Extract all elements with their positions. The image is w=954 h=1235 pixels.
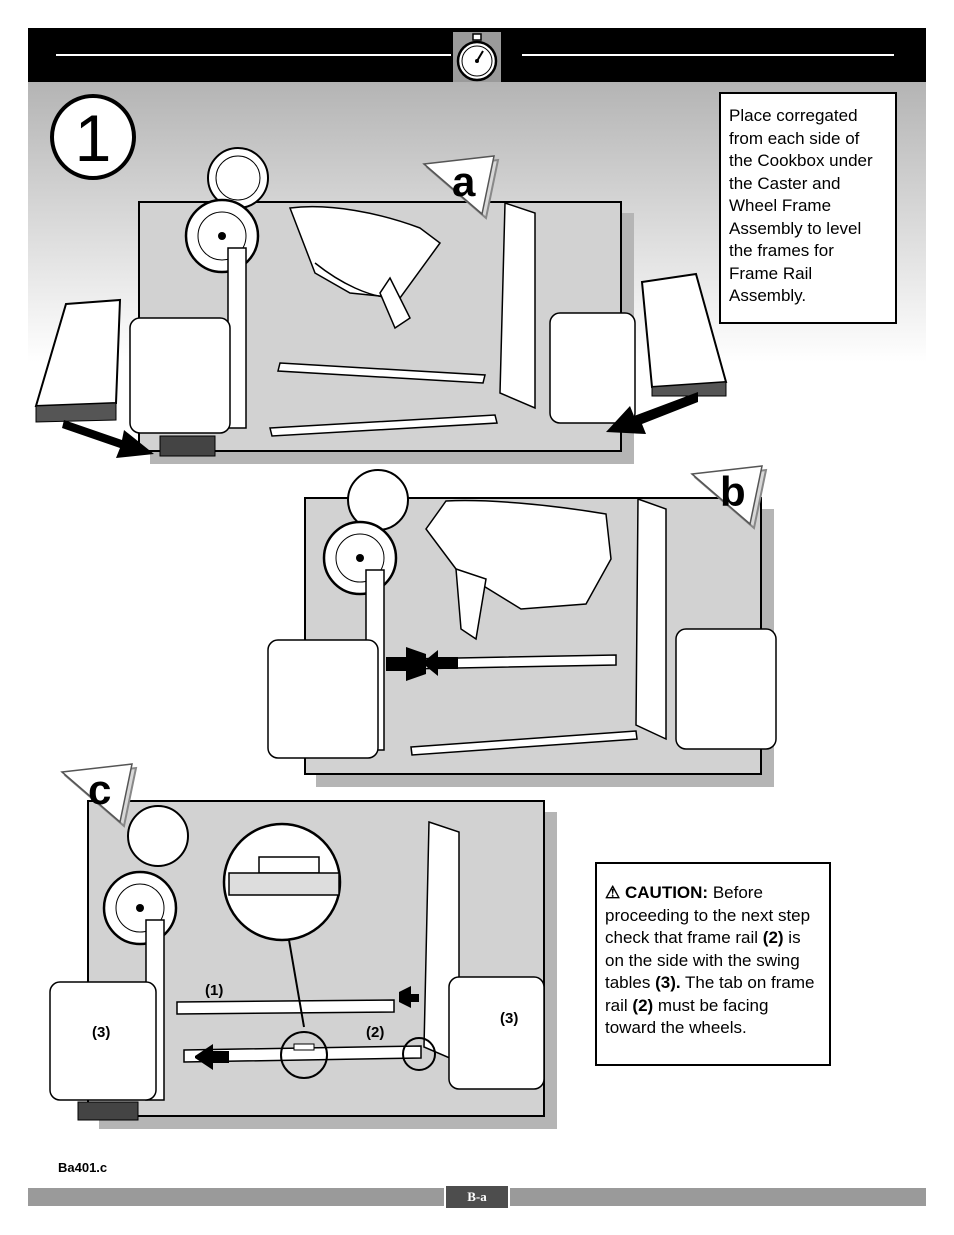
caution-text-3: The tab on frame rail	[605, 973, 815, 1015]
page-number: B-a	[446, 1186, 508, 1208]
footer-bar-left	[28, 1188, 444, 1206]
callout-2: (2)	[366, 1024, 385, 1041]
caution-label: CAUTION:	[624, 883, 709, 902]
caution-ref-tables: (3).	[655, 973, 681, 992]
callout-1: (1)	[205, 982, 224, 999]
panel-c-label: c	[88, 766, 111, 813]
panel-b-label-badge: b	[690, 465, 768, 530]
right-placement-arrow	[606, 392, 698, 434]
panel-a-label-badge: a	[422, 155, 500, 220]
step-number: 1	[50, 94, 136, 180]
panel-a-label: a	[452, 158, 476, 205]
callout-3-left: (3)	[92, 1024, 111, 1041]
panel-b-label: b	[720, 468, 746, 515]
footer-bar-right	[510, 1188, 926, 1206]
panel-c-label-badge: c	[60, 763, 138, 828]
instruction-note: Place corregated from each side of the C…	[719, 92, 897, 324]
header-rule-right	[522, 54, 894, 56]
document-code: Ba401.c	[58, 1160, 108, 1175]
caution-text-2: is on the side with the swing tables	[605, 928, 801, 992]
caution-text-1: Before proceeding to the next step check…	[605, 883, 811, 947]
callout-3-right: (3)	[500, 1010, 519, 1027]
header-rule-left	[56, 54, 460, 56]
left-corrugated-board	[34, 298, 122, 423]
instruction-text: Place corregated from each side of the C…	[729, 106, 873, 305]
left-placement-arrow	[62, 420, 154, 458]
caution-text-4: must be facing toward the wheels.	[605, 995, 769, 1038]
caution-ref-rail-1: (2)	[762, 928, 784, 947]
caution-note: ⚠ CAUTION: Before proceeding to the next…	[595, 862, 831, 1066]
right-corrugated-board	[640, 272, 728, 397]
caution-ref-rail-2: (2)	[632, 995, 654, 1015]
stopwatch-icon	[451, 30, 503, 86]
panel-c-wheel-frame	[49, 805, 189, 1121]
panel-b-wheel-frame	[267, 469, 409, 759]
panel-a-wheel-frame	[129, 147, 269, 457]
caution-warning-icon: ⚠	[605, 883, 621, 902]
panel-b-insert-arrow	[422, 650, 458, 676]
